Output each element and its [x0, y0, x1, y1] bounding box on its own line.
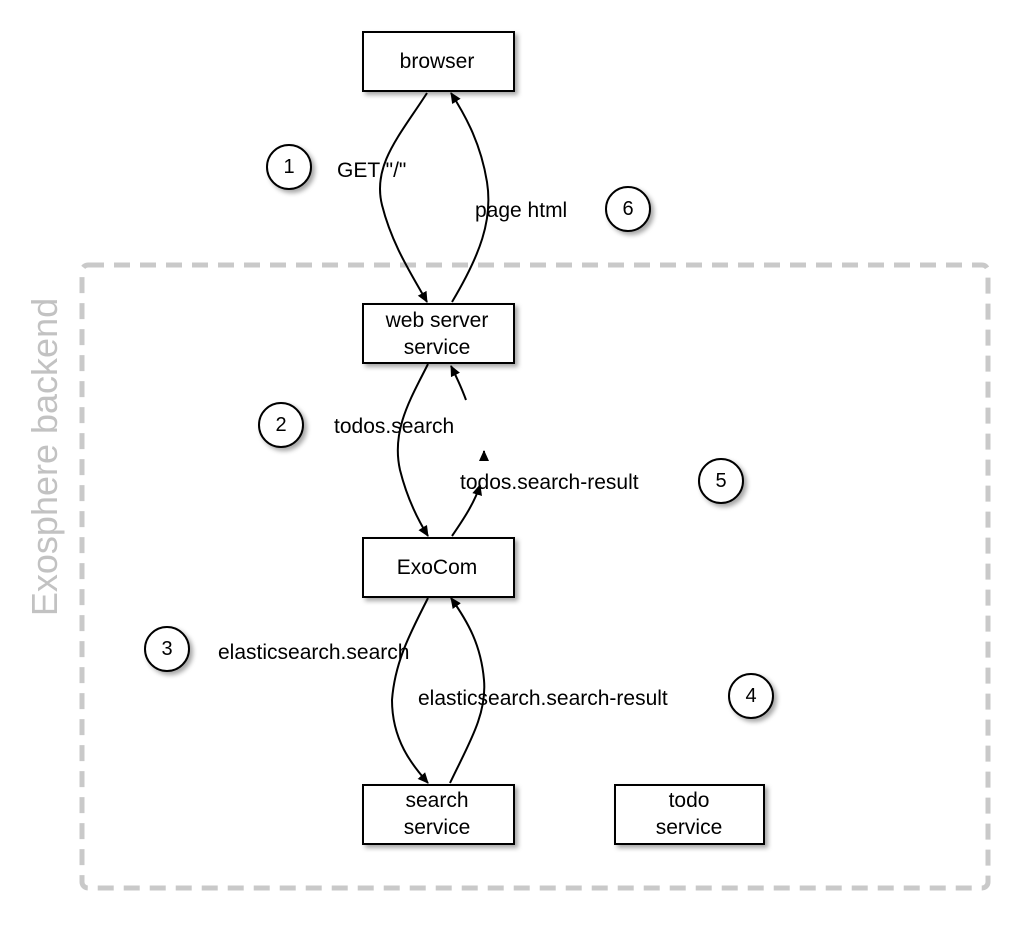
step-badge-6: 6: [605, 186, 651, 232]
edge-label-todos-search: todos.search: [334, 415, 454, 438]
svg-text:service: service: [656, 816, 723, 839]
svg-text:service: service: [404, 336, 471, 359]
svg-text:5: 5: [715, 470, 726, 492]
node-exocom: ExoCom: [362, 537, 515, 598]
svg-text:service: service: [404, 816, 471, 839]
edge-label-todos-search-result: todos.search-result: [460, 471, 639, 494]
svg-text:4: 4: [745, 685, 756, 707]
node-web-server-service: web server service: [362, 303, 515, 364]
svg-text:search: search: [405, 789, 468, 812]
svg-text:2: 2: [275, 414, 286, 436]
svg-text:ExoCom: ExoCom: [397, 556, 478, 579]
edge-label-es-search-result: elasticsearch.search-result: [418, 687, 668, 710]
arrow-es-search-result: [449, 597, 486, 784]
arrow-todos-search-result-lower: [451, 484, 482, 537]
svg-text:1: 1: [283, 156, 294, 178]
svg-text:3: 3: [161, 638, 172, 660]
svg-text:todo: todo: [669, 789, 710, 812]
exosphere-backend-label: Exosphere backend: [24, 298, 65, 616]
arrow-todos-search-result-top: [450, 365, 467, 401]
exosphere-backend-boundary: [79, 262, 991, 891]
step-badge-1: 1: [266, 144, 312, 190]
step-badge-4: 4: [728, 673, 774, 719]
edge-label-es-search: elasticsearch.search: [218, 641, 409, 664]
step-badge-2: 2: [258, 402, 304, 448]
svg-text:browser: browser: [400, 50, 475, 73]
node-browser: browser: [362, 31, 515, 92]
node-todo-service: todo service: [614, 784, 765, 845]
edge-label-get-root: GET "/": [337, 159, 406, 182]
step-badge-5: 5: [698, 458, 744, 504]
step-badge-3: 3: [144, 626, 190, 672]
edge-label-page-html: page html: [475, 199, 567, 222]
arrow-es-search: [390, 597, 429, 784]
node-search-service: search service: [362, 784, 515, 845]
arrow-todos-search: [396, 363, 429, 537]
arrow-get-root: [378, 92, 428, 303]
arrow-page-html: [450, 92, 490, 303]
svg-text:6: 6: [622, 198, 633, 220]
svg-text:web server: web server: [385, 309, 489, 332]
